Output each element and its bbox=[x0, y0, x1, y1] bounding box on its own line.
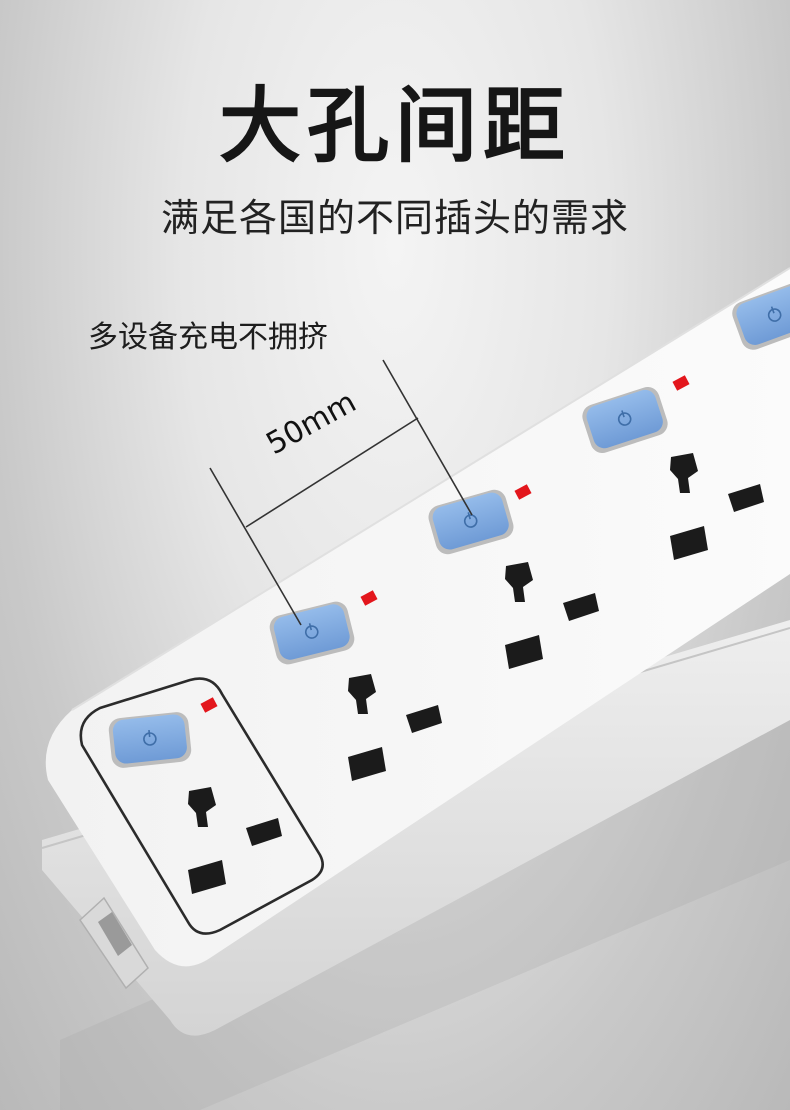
mounting-hook bbox=[79, 896, 149, 990]
page-subtitle: 满足各国的不同插头的需求 bbox=[160, 196, 629, 240]
spacing-dimension-lines bbox=[209, 359, 473, 626]
master-power-switch[interactable] bbox=[106, 710, 194, 770]
page-title: 大孔间距 bbox=[218, 79, 571, 174]
annotation-note: 多设备充电不拥挤 bbox=[88, 320, 328, 355]
